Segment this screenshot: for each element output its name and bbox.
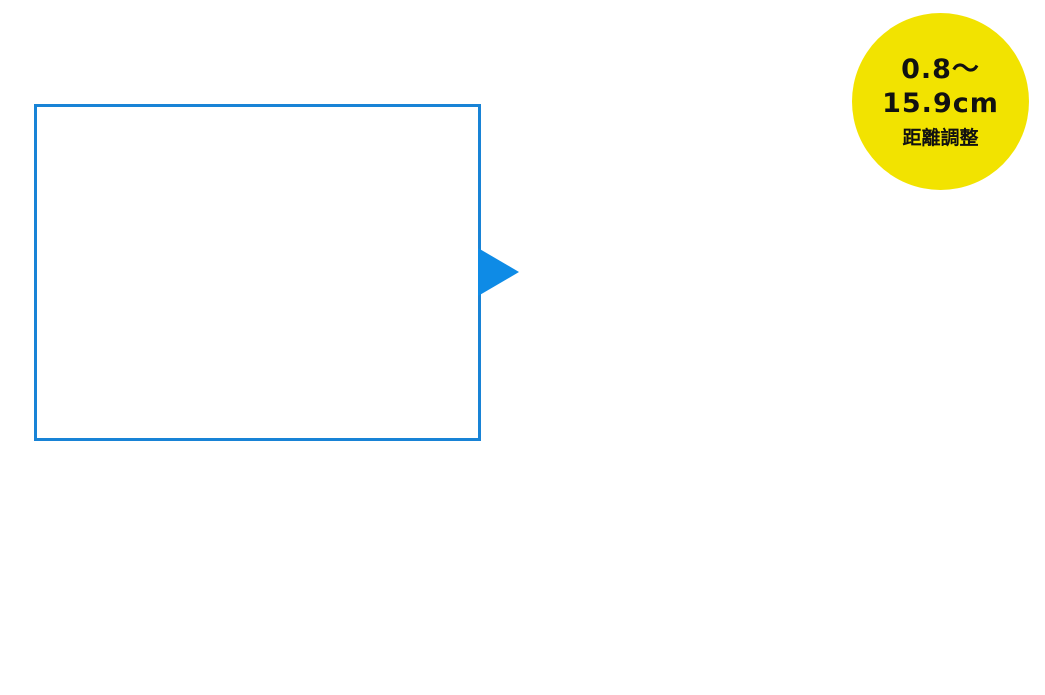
empty-image-frame	[34, 104, 481, 441]
distance-adjustment-label: 距離調整	[902, 126, 979, 149]
right-arrow-icon	[478, 248, 519, 296]
distance-range-end: 15.9cm	[882, 87, 999, 119]
distance-range-start: 0.8〜	[901, 53, 980, 85]
distance-adjustment-badge: 0.8〜 15.9cm 距離調整	[852, 13, 1029, 190]
